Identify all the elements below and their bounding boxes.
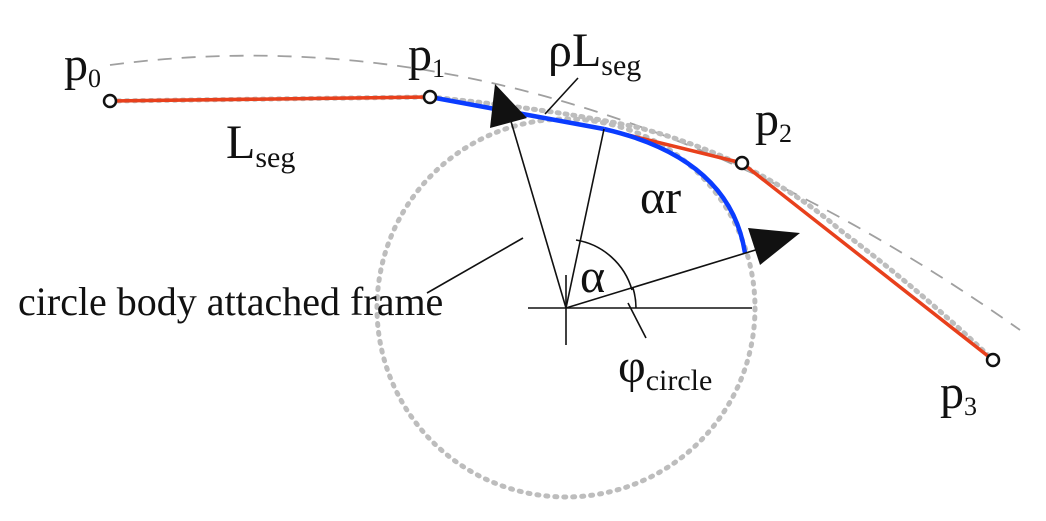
reference-curve-dashed (109, 54, 1021, 331)
radius-to-arc-start (509, 117, 567, 309)
label-p1: p1 (408, 28, 445, 83)
point-p3-marker (985, 352, 1001, 368)
point-p0-marker (102, 93, 118, 109)
leader-frame-caption (426, 237, 524, 294)
radius-to-segment-end (565, 128, 605, 309)
label-rho-l-seg: ρLseg (548, 24, 641, 82)
angle-arc-phi (632, 287, 637, 309)
label-p0: p0 (64, 38, 101, 93)
dotted-circle (374, 116, 758, 500)
leader-rho-lseg (544, 77, 579, 115)
arrowhead-frame-top (490, 84, 527, 128)
segment-p2-p3 (740, 161, 995, 362)
radius-to-arc-end (565, 243, 776, 309)
label-p2: p2 (755, 93, 792, 148)
angle-arc-alpha (575, 239, 633, 291)
arc-alpha-r (603, 126, 748, 254)
label-phi-circle: φcircle (618, 340, 712, 397)
label-l-seg: Lseg (226, 116, 295, 174)
point-p1-marker (422, 89, 438, 105)
label-frame-caption: circle body attached frame (18, 279, 443, 324)
arrowhead-frame-right (748, 228, 800, 265)
segment-p0-p1 (109, 95, 431, 103)
point-p2-marker (734, 155, 750, 171)
leader-phi-circle (627, 302, 647, 339)
label-p3: p3 (940, 366, 977, 421)
label-alpha: α (580, 250, 605, 303)
label-alpha-r: αr (640, 171, 681, 224)
